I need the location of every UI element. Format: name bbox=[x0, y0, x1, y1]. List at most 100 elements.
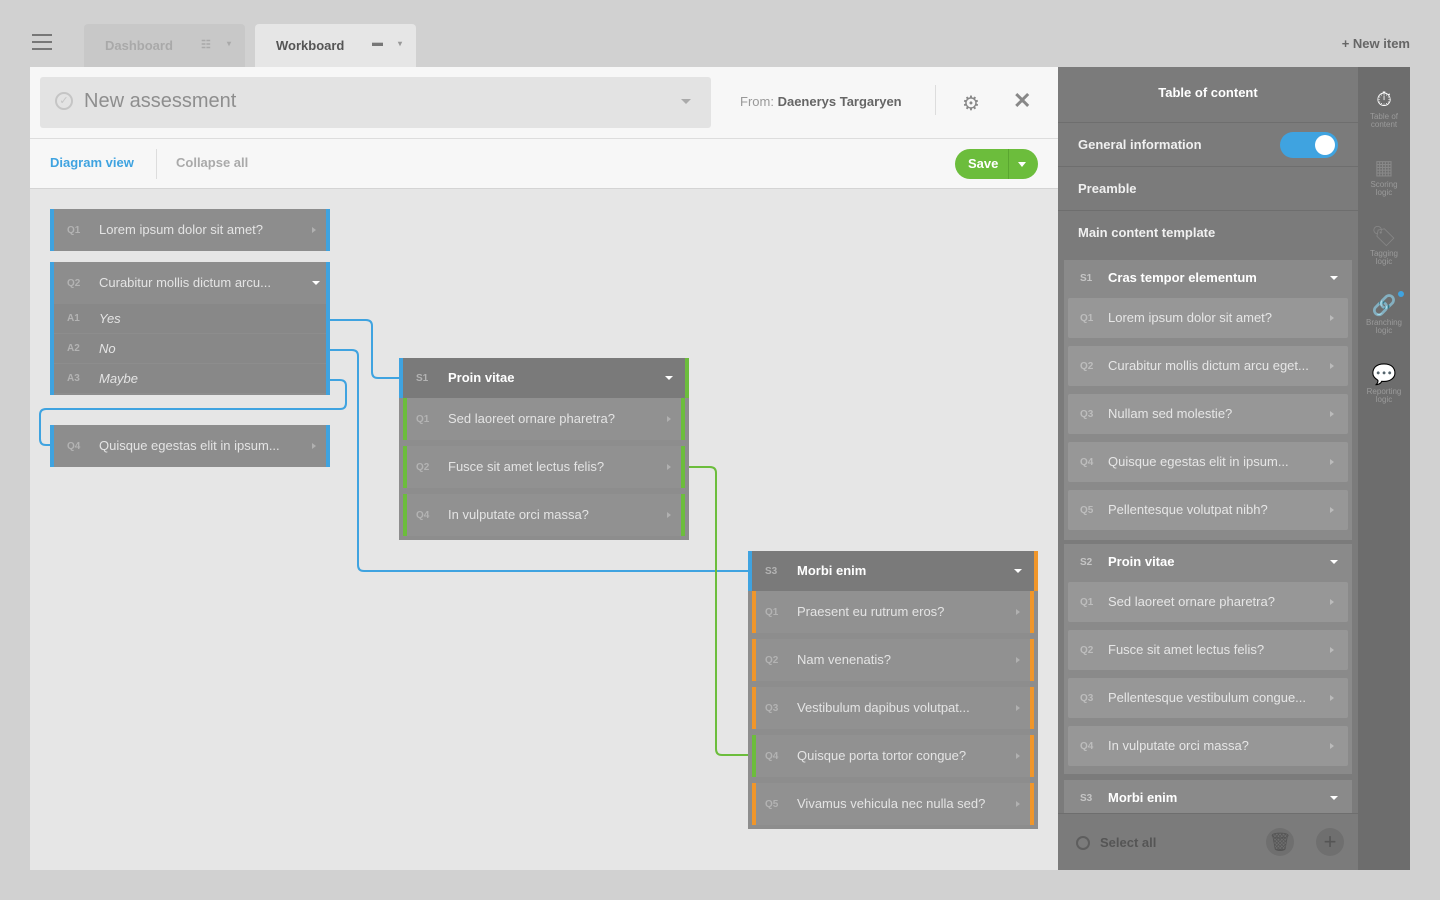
section-question[interactable]: Q4 Quisque porta tortor congue? bbox=[752, 735, 1034, 777]
connector-handle[interactable] bbox=[681, 494, 685, 536]
select-all-checkbox[interactable] bbox=[1076, 836, 1090, 850]
chevron-down-icon[interactable] bbox=[681, 99, 691, 104]
connector-handle[interactable] bbox=[403, 446, 407, 488]
save-button[interactable]: Save bbox=[955, 149, 1038, 179]
assessment-title-field[interactable]: ✓ New assessment bbox=[40, 77, 711, 128]
connector-handle[interactable] bbox=[748, 551, 752, 591]
chevron-down-icon[interactable] bbox=[1330, 796, 1338, 800]
tab-workboard[interactable]: Workboard ▬ ▾ bbox=[255, 24, 416, 67]
chevron-right-icon[interactable] bbox=[667, 512, 671, 518]
connector-handle[interactable] bbox=[399, 358, 403, 398]
connector-handle[interactable] bbox=[1030, 783, 1034, 825]
collapse-all-link[interactable]: Collapse all bbox=[176, 155, 249, 170]
connector-handle[interactable] bbox=[403, 494, 407, 536]
gear-icon[interactable]: ⚙ bbox=[962, 93, 980, 115]
chevron-right-icon[interactable] bbox=[667, 416, 671, 422]
connector-handle[interactable] bbox=[752, 687, 756, 729]
connector-handle[interactable] bbox=[50, 425, 54, 467]
chevron-down-icon[interactable]: ▾ bbox=[227, 39, 232, 48]
rail-reporting-logic[interactable]: 💬 Reporting logic bbox=[1358, 364, 1410, 404]
chevron-down-icon[interactable] bbox=[665, 376, 673, 380]
chevron-right-icon[interactable] bbox=[1330, 459, 1334, 465]
chevron-down-icon[interactable] bbox=[1330, 276, 1338, 280]
section-question[interactable]: Q1 Sed laoreet ornare pharetra? bbox=[403, 398, 685, 440]
connector-handle[interactable] bbox=[752, 735, 756, 777]
connector-handle[interactable] bbox=[1030, 639, 1034, 681]
chevron-right-icon[interactable] bbox=[1016, 609, 1020, 615]
toc-section-header[interactable]: S1 Cras tempor elementum bbox=[1064, 260, 1352, 296]
diagram-question-q1[interactable]: Q1 Lorem ipsum dolor sit amet? bbox=[50, 209, 330, 251]
section-question[interactable]: Q4 In vulputate orci massa? bbox=[403, 494, 685, 536]
section-question[interactable]: Q5 Vivamus vehicula nec nulla sed? bbox=[752, 783, 1034, 825]
chevron-right-icon[interactable] bbox=[1330, 507, 1334, 513]
section-question[interactable]: Q1 Praesent eu rutrum eros? bbox=[752, 591, 1034, 633]
chevron-right-icon[interactable] bbox=[1330, 743, 1334, 749]
connector-handle[interactable] bbox=[681, 446, 685, 488]
section-question[interactable]: Q3 Vestibulum dapibus volutpat... bbox=[752, 687, 1034, 729]
chevron-right-icon[interactable] bbox=[1330, 695, 1334, 701]
menu-icon[interactable] bbox=[32, 34, 52, 50]
section-header[interactable]: S1 Proin vitae bbox=[399, 358, 689, 398]
chevron-right-icon[interactable] bbox=[1016, 657, 1020, 663]
chevron-down-icon[interactable] bbox=[312, 281, 320, 285]
chevron-down-icon[interactable] bbox=[1014, 569, 1022, 573]
chevron-right-icon[interactable] bbox=[1016, 705, 1020, 711]
trash-icon[interactable]: 🗑 bbox=[1266, 828, 1294, 856]
connector-handle[interactable] bbox=[1030, 687, 1034, 729]
connector-handle[interactable] bbox=[326, 425, 330, 467]
diagram-question-q4[interactable]: Q4 Quisque egestas elit in ipsum... bbox=[50, 425, 330, 467]
answer-a2[interactable]: A2 No bbox=[54, 334, 326, 363]
toc-preamble[interactable]: Preamble bbox=[1058, 166, 1358, 210]
add-icon[interactable]: + bbox=[1316, 828, 1344, 856]
chevron-right-icon[interactable] bbox=[1330, 315, 1334, 321]
section-header[interactable]: S3 Morbi enim bbox=[748, 551, 1038, 591]
tab-dashboard[interactable]: Dashboard ☷ ▾ bbox=[84, 24, 245, 67]
select-all-label[interactable]: Select all bbox=[1100, 835, 1157, 850]
rail-branching-logic[interactable]: 🔗 Branching logic bbox=[1358, 295, 1410, 335]
chevron-right-icon[interactable] bbox=[1016, 753, 1020, 759]
answer-a3[interactable]: A3 Maybe bbox=[54, 364, 326, 393]
connector-handle[interactable] bbox=[685, 358, 689, 398]
new-item-button[interactable]: + New item bbox=[1341, 36, 1410, 51]
toc-general-information[interactable]: General information bbox=[1058, 122, 1358, 166]
diagram-view-link[interactable]: Diagram view bbox=[50, 155, 134, 170]
chevron-right-icon[interactable] bbox=[1330, 411, 1334, 417]
toc-section-header[interactable]: S2 Proin vitae bbox=[1064, 544, 1352, 580]
chevron-right-icon[interactable] bbox=[1330, 647, 1334, 653]
connector-handle[interactable] bbox=[752, 591, 756, 633]
chevron-right-icon[interactable] bbox=[1330, 599, 1334, 605]
close-icon[interactable]: ✕ bbox=[1013, 88, 1032, 113]
connector-handle[interactable] bbox=[1034, 551, 1038, 591]
connector-handle[interactable] bbox=[326, 262, 330, 395]
chevron-right-icon[interactable] bbox=[312, 443, 316, 449]
section-question[interactable]: Q2 Fusce sit amet lectus felis? bbox=[403, 446, 685, 488]
chevron-down-icon[interactable] bbox=[1330, 560, 1338, 564]
connector-handle[interactable] bbox=[403, 398, 407, 440]
toc-main-content-template[interactable]: Main content template bbox=[1058, 210, 1358, 254]
connector-handle[interactable] bbox=[50, 209, 54, 251]
chevron-right-icon[interactable] bbox=[667, 464, 671, 470]
toc-section-header[interactable]: S3 Morbi enim bbox=[1064, 780, 1352, 813]
save-dropdown-icon[interactable] bbox=[1018, 162, 1026, 167]
chevron-right-icon[interactable] bbox=[312, 227, 316, 233]
section-question[interactable]: Q2 Nam venenatis? bbox=[752, 639, 1034, 681]
chevron-right-icon[interactable] bbox=[1016, 801, 1020, 807]
connector-handle[interactable] bbox=[1030, 591, 1034, 633]
chevron-right-icon[interactable] bbox=[1330, 363, 1334, 369]
rail-table-of-content[interactable]: ⏱ Table of content bbox=[1358, 89, 1410, 129]
answer-a1[interactable]: A1 Yes bbox=[54, 304, 326, 333]
connector-handle[interactable] bbox=[326, 209, 330, 251]
diagram-question-q2[interactable]: Q2 Curabitur mollis dictum arcu... A1 Ye… bbox=[50, 262, 330, 395]
connector-handle[interactable] bbox=[1030, 735, 1034, 777]
connector-handle[interactable] bbox=[752, 639, 756, 681]
rail-tagging-logic[interactable]: 🏷 Tagging logic bbox=[1358, 226, 1410, 266]
